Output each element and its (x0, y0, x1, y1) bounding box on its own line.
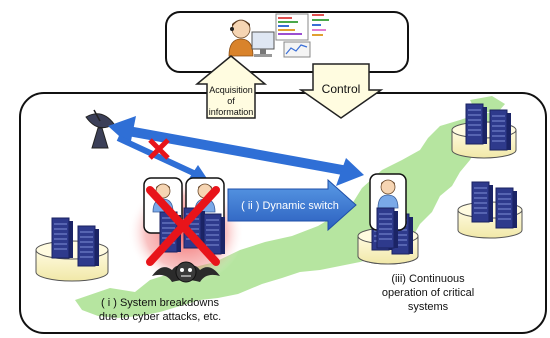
dynamic-switch-arrow (227, 178, 357, 232)
malware-bat-icon (152, 261, 220, 283)
server-cluster-west (35, 217, 109, 282)
acquisition-arrow (194, 55, 268, 119)
monitor-icon (251, 31, 275, 57)
signal-bars-icon (312, 14, 329, 36)
blocked-link-cross-icon (148, 138, 170, 160)
breakdown-caption-line-2: due to cyber attacks, etc. (99, 311, 221, 323)
dynamic-switch-label: ( ii ) Dynamic switch (241, 200, 339, 212)
backup-operator-card (369, 173, 407, 249)
server-cluster-northeast (451, 103, 517, 159)
japan-map (75, 112, 508, 318)
satellite-dish-icon (85, 109, 115, 149)
control-label: Control (322, 82, 361, 96)
acquisition-label-line-1: Acquisition (209, 85, 253, 95)
continuous-caption-line-1: (iii) Continuous (391, 273, 465, 285)
acquisition-label-line-2: of (227, 96, 235, 106)
blocked-link-arrow (116, 135, 208, 180)
breakdown-caption-line-1: ( i ) System breakdowns (101, 297, 219, 309)
control-arrow (298, 63, 384, 119)
acquisition-label-line-3: information (209, 107, 254, 117)
satellite-link-arrow (108, 116, 364, 186)
continuous-caption-line-2: operation of critical (382, 287, 474, 299)
system-down-cross-icon (146, 186, 220, 266)
dashboard-chart-icon (275, 13, 311, 58)
operator-icon (228, 19, 254, 57)
server-cluster-east (457, 181, 523, 239)
continuous-caption-line-3: systems (408, 301, 449, 313)
